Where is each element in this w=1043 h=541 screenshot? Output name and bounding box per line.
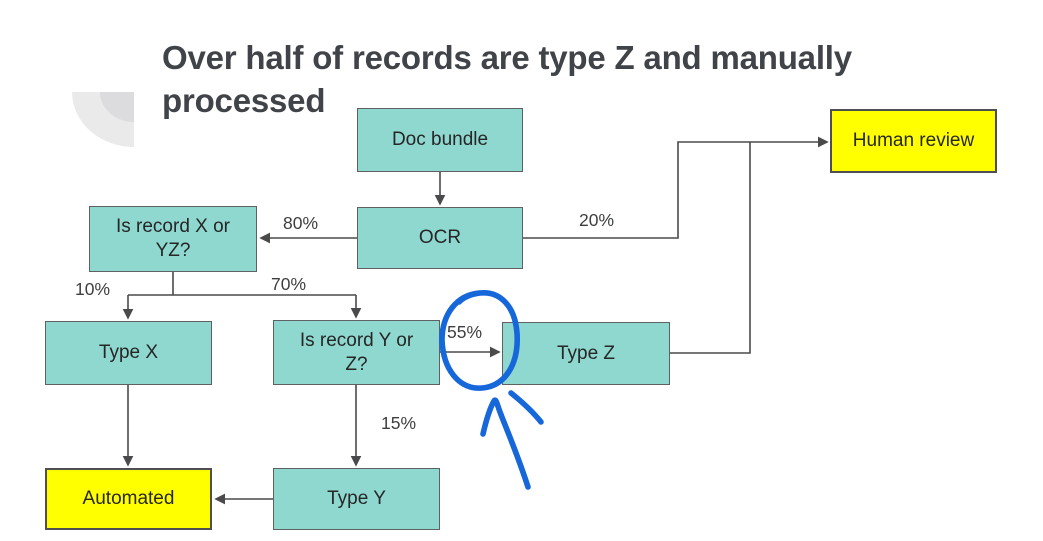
edge-label-70-percent: 70% bbox=[271, 274, 307, 294]
decorative-quarter-circle bbox=[72, 92, 134, 147]
node-type-y: Type Y bbox=[273, 468, 440, 530]
node-is-record-x-or-yz: Is record X or YZ? bbox=[89, 206, 257, 272]
node-is-record-y-or-z: Is record Y or Z? bbox=[273, 320, 440, 385]
edge-label-20-percent: 20% bbox=[579, 210, 615, 230]
annotation-arrow-wing bbox=[508, 390, 544, 425]
edge-label-10-percent: 10% bbox=[75, 279, 111, 299]
node-type-x: Type X bbox=[45, 321, 212, 385]
annotation-arrow-shaft bbox=[480, 397, 531, 490]
slide-title: Over half of records are type Z and manu… bbox=[162, 39, 852, 119]
node-human-review: Human review bbox=[830, 109, 997, 173]
node-type-z: Type Z bbox=[502, 322, 670, 385]
node-doc-bundle: Doc bundle bbox=[357, 108, 523, 172]
edge-label-15-percent: 15% bbox=[381, 413, 417, 433]
node-automated: Automated bbox=[45, 468, 212, 530]
edge-label-55-percent: 55% bbox=[447, 322, 483, 342]
node-ocr: OCR bbox=[357, 207, 523, 269]
decorative-quarter-circle-inner bbox=[100, 92, 134, 122]
edge-label-80-percent: 80% bbox=[283, 213, 319, 233]
